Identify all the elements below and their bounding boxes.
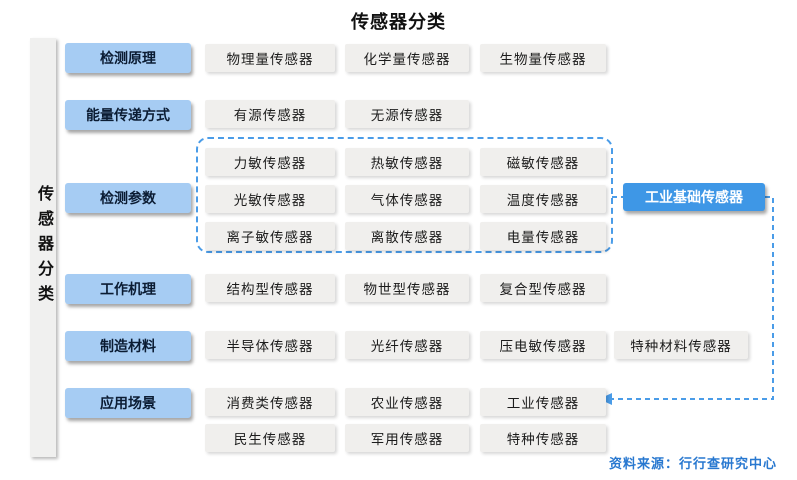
sensor-type-node: 无源传感器: [345, 100, 469, 128]
sensor-type-node: 光敏传感器: [205, 185, 335, 213]
sensor-type-node: 磁敏传感器: [480, 148, 606, 176]
sensor-type-node: 温度传感器: [480, 185, 606, 213]
sensor-type-node: 气体传感器: [345, 185, 469, 213]
sensor-type-node: 军用传感器: [345, 424, 469, 452]
detection-parameter-group-outline: [196, 137, 613, 253]
sensor-type-node: 消费类传感器: [205, 388, 335, 416]
sensor-type-node: 化学量传感器: [345, 44, 469, 72]
sensor-type-node: 离散传感器: [345, 222, 469, 250]
sensor-type-node: 有源传感器: [205, 100, 335, 128]
sensor-type-node: 复合型传感器: [480, 274, 606, 302]
sensor-type-node: 民生传感器: [205, 424, 335, 452]
root-node-bar: 传感器分类: [30, 38, 56, 457]
category-label: 能量传递方式: [65, 100, 191, 130]
category-label: 制造材料: [65, 331, 191, 361]
industrial-basic-sensor-callout: 工业基础传感器: [623, 183, 765, 211]
sensor-type-node: 压电敏传感器: [480, 331, 606, 359]
root-node-label: 传感器分类: [35, 185, 52, 310]
category-label: 检测参数: [65, 183, 191, 213]
sensor-type-node: 力敏传感器: [205, 148, 335, 176]
sensor-type-node: 离子敏传感器: [205, 222, 335, 250]
sensor-type-node: 热敏传感器: [345, 148, 469, 176]
sensor-type-node: 特种传感器: [480, 424, 606, 452]
sensor-type-node: 特种材料传感器: [614, 331, 748, 359]
sensor-type-node: 电量传感器: [480, 222, 606, 250]
sensor-type-node: 生物量传感器: [480, 44, 606, 72]
category-label: 检测原理: [65, 43, 191, 73]
sensor-type-node: 光纤传感器: [345, 331, 469, 359]
sensor-type-node: 工业传感器: [480, 388, 606, 416]
source-note: 资料来源：行行查研究中心: [608, 456, 777, 471]
sensor-type-node: 半导体传感器: [205, 331, 335, 359]
page-title: 传感器分类: [351, 12, 446, 32]
category-label: 工作机理: [65, 274, 191, 304]
sensor-type-node: 物世型传感器: [345, 274, 469, 302]
category-label: 应用场景: [65, 388, 191, 418]
sensor-type-node: 结构型传感器: [205, 274, 335, 302]
sensor-type-node: 物理量传感器: [205, 44, 335, 72]
sensor-type-node: 农业传感器: [345, 388, 469, 416]
